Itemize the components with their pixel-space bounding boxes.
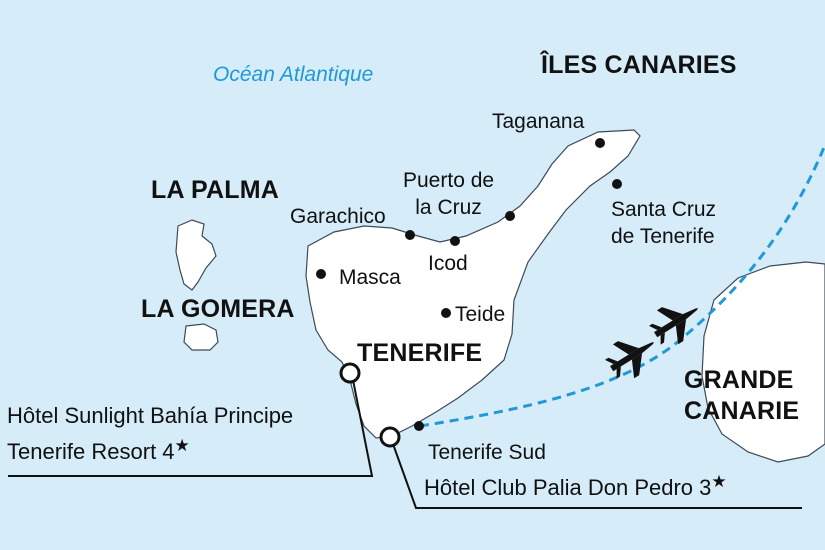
- place-santa-cruz: Santa Cruz de Tenerife: [611, 196, 716, 250]
- town-dot-icon: [450, 236, 460, 246]
- place-icod: Icod: [428, 252, 468, 275]
- region-title: ÎLES CANARIES: [541, 51, 737, 79]
- hotel-marker-icon: [379, 426, 401, 448]
- la-palma-label: LA PALMA: [151, 176, 279, 204]
- hotel-marker-icon: [339, 362, 361, 384]
- airplane-icon: [604, 341, 655, 379]
- place-puerto-line2: la Cruz: [415, 196, 482, 219]
- place-santa-cruz-line2: de Tenerife: [611, 225, 715, 248]
- la-gomera-island: [183, 323, 219, 351]
- la-palma-island: [175, 219, 217, 291]
- town-dot-icon: [405, 230, 415, 240]
- grande-canarie-label: GRANDE CANARIE: [684, 365, 799, 427]
- airplane-icon: [648, 307, 699, 345]
- place-puerto-line1: Puerto de: [403, 169, 495, 192]
- place-teide: Teide: [455, 303, 506, 326]
- hotel-sunlight-label: Hôtel Sunlight Bahía Principe Tenerife R…: [7, 398, 293, 470]
- star-icon: ★: [711, 472, 727, 491]
- hotel-leader-line: [8, 379, 374, 477]
- tenerife-label: TENERIFE: [357, 339, 483, 367]
- ocean-label: Océan Atlantique: [213, 63, 374, 86]
- hotel-palia-name: Hôtel Club Palia Don Pedro 3: [424, 475, 712, 500]
- tenerife-island: [305, 129, 641, 439]
- town-dot-icon: [441, 308, 451, 318]
- hotel-leader-line: [392, 443, 802, 509]
- town-dot-icon: [505, 211, 515, 221]
- hotel-sunlight-line2-wrap: Tenerife Resort 4★: [7, 434, 293, 470]
- grande-canarie-label-line1: GRANDE: [684, 366, 794, 394]
- place-masca: Masca: [339, 266, 401, 289]
- hotel-palia-label: Hôtel Club Palia Don Pedro 3★: [424, 470, 727, 506]
- place-tenerife-sud: Tenerife Sud: [428, 441, 546, 464]
- place-taganana: Taganana: [492, 110, 585, 133]
- town-dot-icon: [316, 269, 326, 279]
- town-dot-icon: [414, 421, 424, 431]
- hotel-sunlight-line1: Hôtel Sunlight Bahía Principe: [7, 403, 294, 428]
- hotel-sunlight-line2: Tenerife Resort 4: [7, 439, 175, 464]
- place-garachico: Garachico: [290, 205, 386, 228]
- town-dot-icon: [612, 179, 622, 189]
- grande-canarie-label-line2: CANARIE: [684, 397, 800, 425]
- star-icon: ★: [174, 436, 190, 455]
- la-gomera-label: LA GOMERA: [141, 295, 295, 323]
- grande-canarie-island: [701, 261, 825, 463]
- town-dot-icon: [595, 138, 605, 148]
- place-santa-cruz-line1: Santa Cruz: [611, 198, 717, 221]
- place-puerto-de-la-cruz: Puerto de la Cruz: [403, 167, 494, 221]
